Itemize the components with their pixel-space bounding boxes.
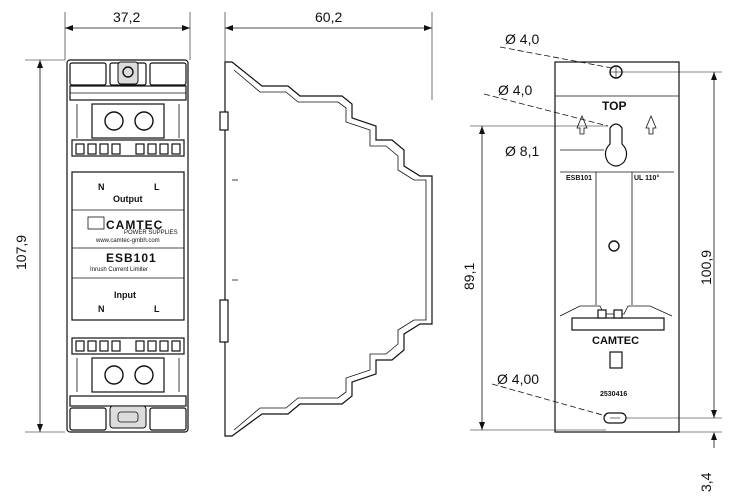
ul-label: UL 110° [634, 174, 659, 182]
brand-subtitle: POWER SUPPLIES [124, 230, 178, 236]
top-contact-row [71, 139, 185, 157]
brand-logo: CAMTEC [106, 218, 163, 232]
hole-bottom-label: Ø 4,00 [497, 371, 539, 387]
model-label: ESB101 [106, 251, 157, 265]
input-n-label: N [98, 304, 105, 314]
dim-89: 89,1 [461, 263, 477, 290]
front-height-dim: 107,9 [13, 235, 29, 270]
back-model-label: ESB101 [566, 175, 592, 182]
output-label: Output [113, 194, 143, 204]
input-l-label: L [154, 304, 160, 314]
output-n-label: N [98, 182, 105, 192]
side-profile [224, 61, 433, 437]
front-label-panel [71, 171, 185, 321]
top-label: TOP [602, 99, 626, 113]
front-view: 37,2 107,9 [13, 9, 191, 433]
keyhole [604, 123, 628, 167]
front-width-dim: 37,2 [113, 9, 140, 25]
output-l-label: L [154, 182, 160, 192]
subtitle-label: Inrush Current Limiter [90, 267, 148, 273]
side-view: 60,2 [219, 9, 433, 437]
hole-top-label: Ø 4,0 [505, 31, 539, 47]
bottom-contact-row [71, 337, 185, 355]
website-label: www.camtec-gmbh.com [95, 238, 160, 244]
hole-slot-label: Ø 4,0 [498, 82, 532, 98]
back-brand-label: CAMTEC [592, 335, 639, 347]
dim-3-4: 3,4 [698, 472, 714, 492]
back-view: TOP ESB101 UL 110° CAMTEC 2530416 Ø 4,0 … [461, 31, 722, 492]
input-label: Input [114, 290, 136, 300]
part-number: 2530416 [600, 391, 627, 398]
side-depth-dim: 60,2 [315, 9, 342, 25]
hole-key-label: Ø 8,1 [505, 143, 539, 159]
dim-100: 100,9 [698, 250, 714, 285]
